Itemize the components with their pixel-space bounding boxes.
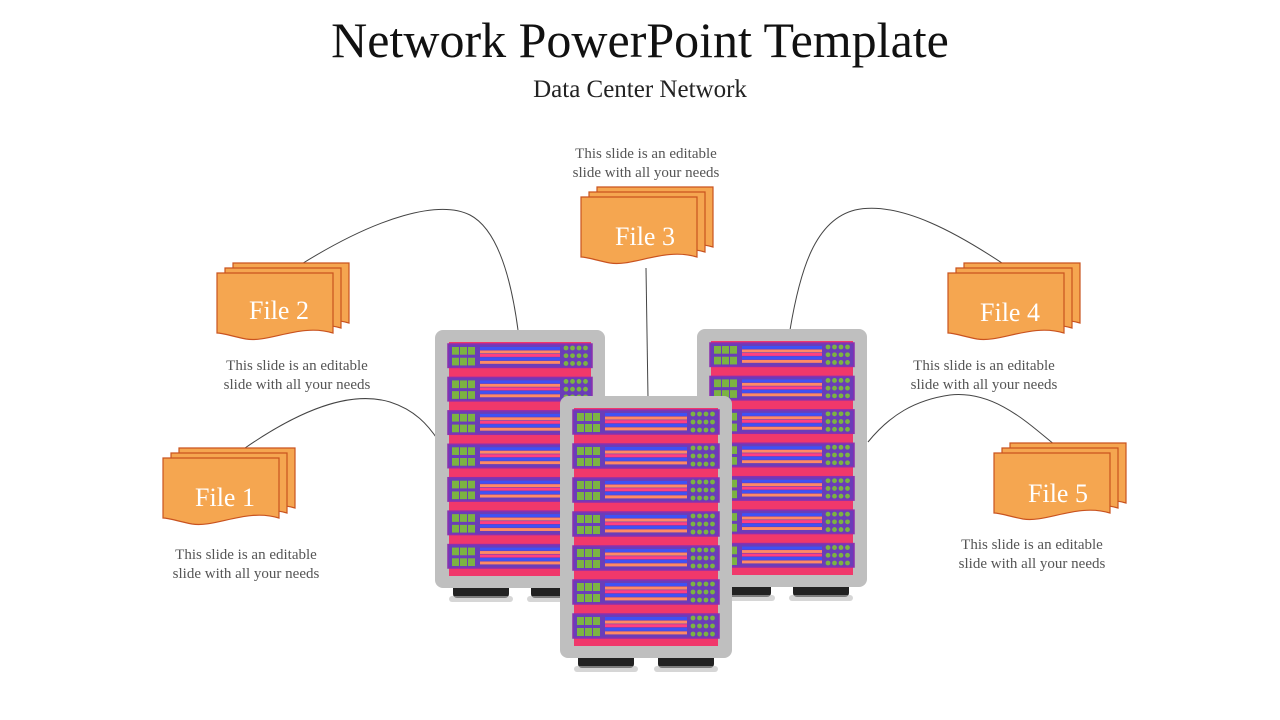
- file-3-caption-line2: slide with all your needs: [572, 165, 720, 181]
- rack-foot-shadow: [449, 596, 513, 602]
- file-3-label: File 3: [615, 222, 675, 251]
- file-1: File 1: [162, 447, 296, 526]
- file-1-label: File 1: [195, 483, 255, 512]
- file-4-icon: [947, 262, 1081, 341]
- file-1-icon: [162, 447, 296, 526]
- file-1-caption-line2: slide with all your needs: [172, 566, 320, 582]
- server-unit: [447, 510, 593, 536]
- file-3-caption: This slide is an editable slide with all…: [536, 145, 756, 183]
- file-5-caption: This slide is an editable slide with all…: [922, 536, 1142, 574]
- file-5: File 5: [993, 442, 1127, 521]
- server-unit: [709, 342, 855, 368]
- server-unit: [572, 511, 720, 537]
- file-sheet-3: [216, 272, 334, 341]
- connector-file4-rack: [789, 207, 1006, 331]
- server-unit: [709, 509, 855, 535]
- connector-file5-rack: [867, 394, 1056, 446]
- server-unit: [572, 613, 720, 639]
- file-3: File 3: [580, 186, 714, 265]
- server-rack-right: [697, 329, 867, 601]
- file-2-label: File 2: [249, 296, 309, 325]
- server-unit: [572, 545, 720, 571]
- file-2: File 2: [216, 262, 350, 341]
- server-unit: [447, 376, 593, 402]
- server-unit: [709, 375, 855, 401]
- slide-subtitle: Data Center Network: [533, 76, 747, 103]
- file-4-caption: This slide is an editable slide with all…: [874, 357, 1094, 395]
- file-sheet-3: [993, 452, 1111, 521]
- server-unit: [709, 409, 855, 435]
- file-3-caption-line1: This slide is an editable: [575, 146, 717, 162]
- connector-file1-rack: [244, 398, 439, 449]
- file-sheet-3: [162, 457, 280, 526]
- file-5-caption-line2: slide with all your needs: [958, 556, 1106, 572]
- rack-foot-shadow: [789, 595, 853, 601]
- file-4: File 4: [947, 262, 1081, 341]
- file-2-icon: [216, 262, 350, 341]
- file-2-caption-line1: This slide is an editable: [226, 358, 368, 374]
- file-4-caption-line2: slide with all your needs: [910, 377, 1058, 393]
- rack-foot-shadow: [574, 666, 638, 672]
- connector-lines: [244, 207, 1056, 449]
- server-unit: [572, 579, 720, 605]
- server-unit: [709, 542, 855, 568]
- server-rack-front: [560, 396, 732, 672]
- server-unit: [572, 477, 720, 503]
- file-4-caption-line1: This slide is an editable: [913, 358, 1055, 374]
- connector-file3-rack: [645, 267, 649, 399]
- file-5-caption-line1: This slide is an editable: [961, 537, 1103, 553]
- file-3-icon: [580, 186, 714, 265]
- server-unit: [447, 343, 593, 369]
- slide-title: Network PowerPoint Template: [331, 12, 949, 68]
- file-2-caption: This slide is an editable slide with all…: [187, 357, 407, 395]
- file-2-caption-line2: slide with all your needs: [223, 377, 371, 393]
- file-4-label: File 4: [980, 298, 1040, 327]
- rack-foot-shadow: [654, 666, 718, 672]
- file-1-caption: This slide is an editable slide with all…: [136, 546, 356, 584]
- file-5-icon: [993, 442, 1127, 521]
- file-sheet-3: [947, 272, 1065, 341]
- server-unit: [572, 409, 720, 435]
- file-sheet-3: [580, 196, 698, 265]
- server-unit: [572, 443, 720, 469]
- file-5-label: File 5: [1028, 479, 1088, 508]
- connector-file2-rack: [299, 209, 519, 331]
- file-1-caption-line1: This slide is an editable: [175, 547, 317, 563]
